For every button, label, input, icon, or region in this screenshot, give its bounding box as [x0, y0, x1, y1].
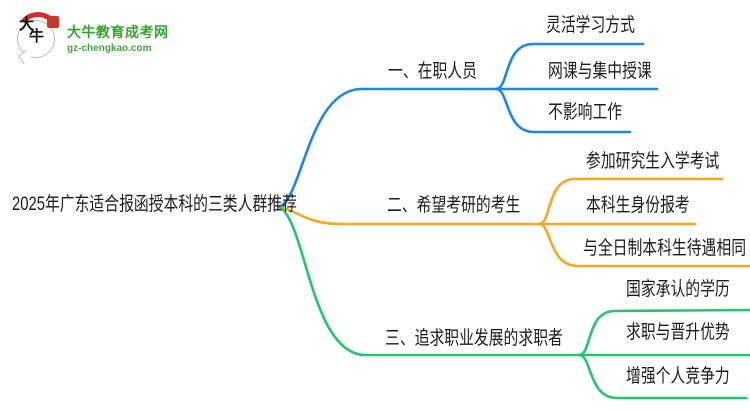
branch2-child3-connector — [537, 222, 750, 268]
branch1-child1-connector — [494, 42, 645, 91]
branch1-child3-connector — [494, 87, 632, 134]
logo-character-2: 牛 — [29, 27, 45, 45]
logo-character-1: 大 — [19, 15, 35, 33]
branch3-child2-label: 求职与晋升优势 — [626, 322, 730, 343]
logo-red-seal-icon — [47, 16, 59, 28]
branch1-child2-label: 网课与集中授课 — [548, 61, 652, 82]
branch1-main-connector — [277, 87, 659, 209]
branch1-child1-label: 灵活学习方式 — [546, 15, 635, 36]
branch2-label: 二、希望考研的考生 — [387, 195, 521, 216]
branch3-label: 三、追求职业发展的求职者 — [385, 328, 563, 349]
site-logo: 大 牛 大牛教育成考网 gz-chengkao.com — [13, 9, 169, 64]
site-name: 大牛教育成考网 — [67, 24, 169, 40]
branch2-child1-connector — [537, 177, 724, 226]
site-domain: gz-chengkao.com — [67, 43, 152, 54]
root-topic: 2025年广东适合报函授本科的三类人群推荐 — [12, 194, 297, 215]
branch3-child3-connector — [577, 353, 748, 400]
brand-text: 大牛教育成考网 gz-chengkao.com — [67, 22, 169, 54]
branch1-child3-label: 不影响工作 — [548, 102, 623, 123]
branch3-child1-connector — [577, 308, 750, 357]
branch1-label: 一、在职人员 — [388, 61, 477, 82]
logo-bubble-icon: 大 牛 — [13, 9, 63, 64]
branch2-child3-label: 与全日制本科生待遇相同 — [583, 238, 747, 259]
branch2-child2-label: 本科生身份报考 — [586, 195, 690, 216]
branch3-child3-label: 增强个人竞争力 — [626, 366, 730, 387]
branch3-main-connector — [277, 205, 750, 357]
branch3-child1-label: 国家承认的学历 — [626, 279, 730, 300]
branch2-child1-label: 参加研究生入学考试 — [586, 151, 720, 172]
branch2-main-connector — [277, 205, 697, 226]
